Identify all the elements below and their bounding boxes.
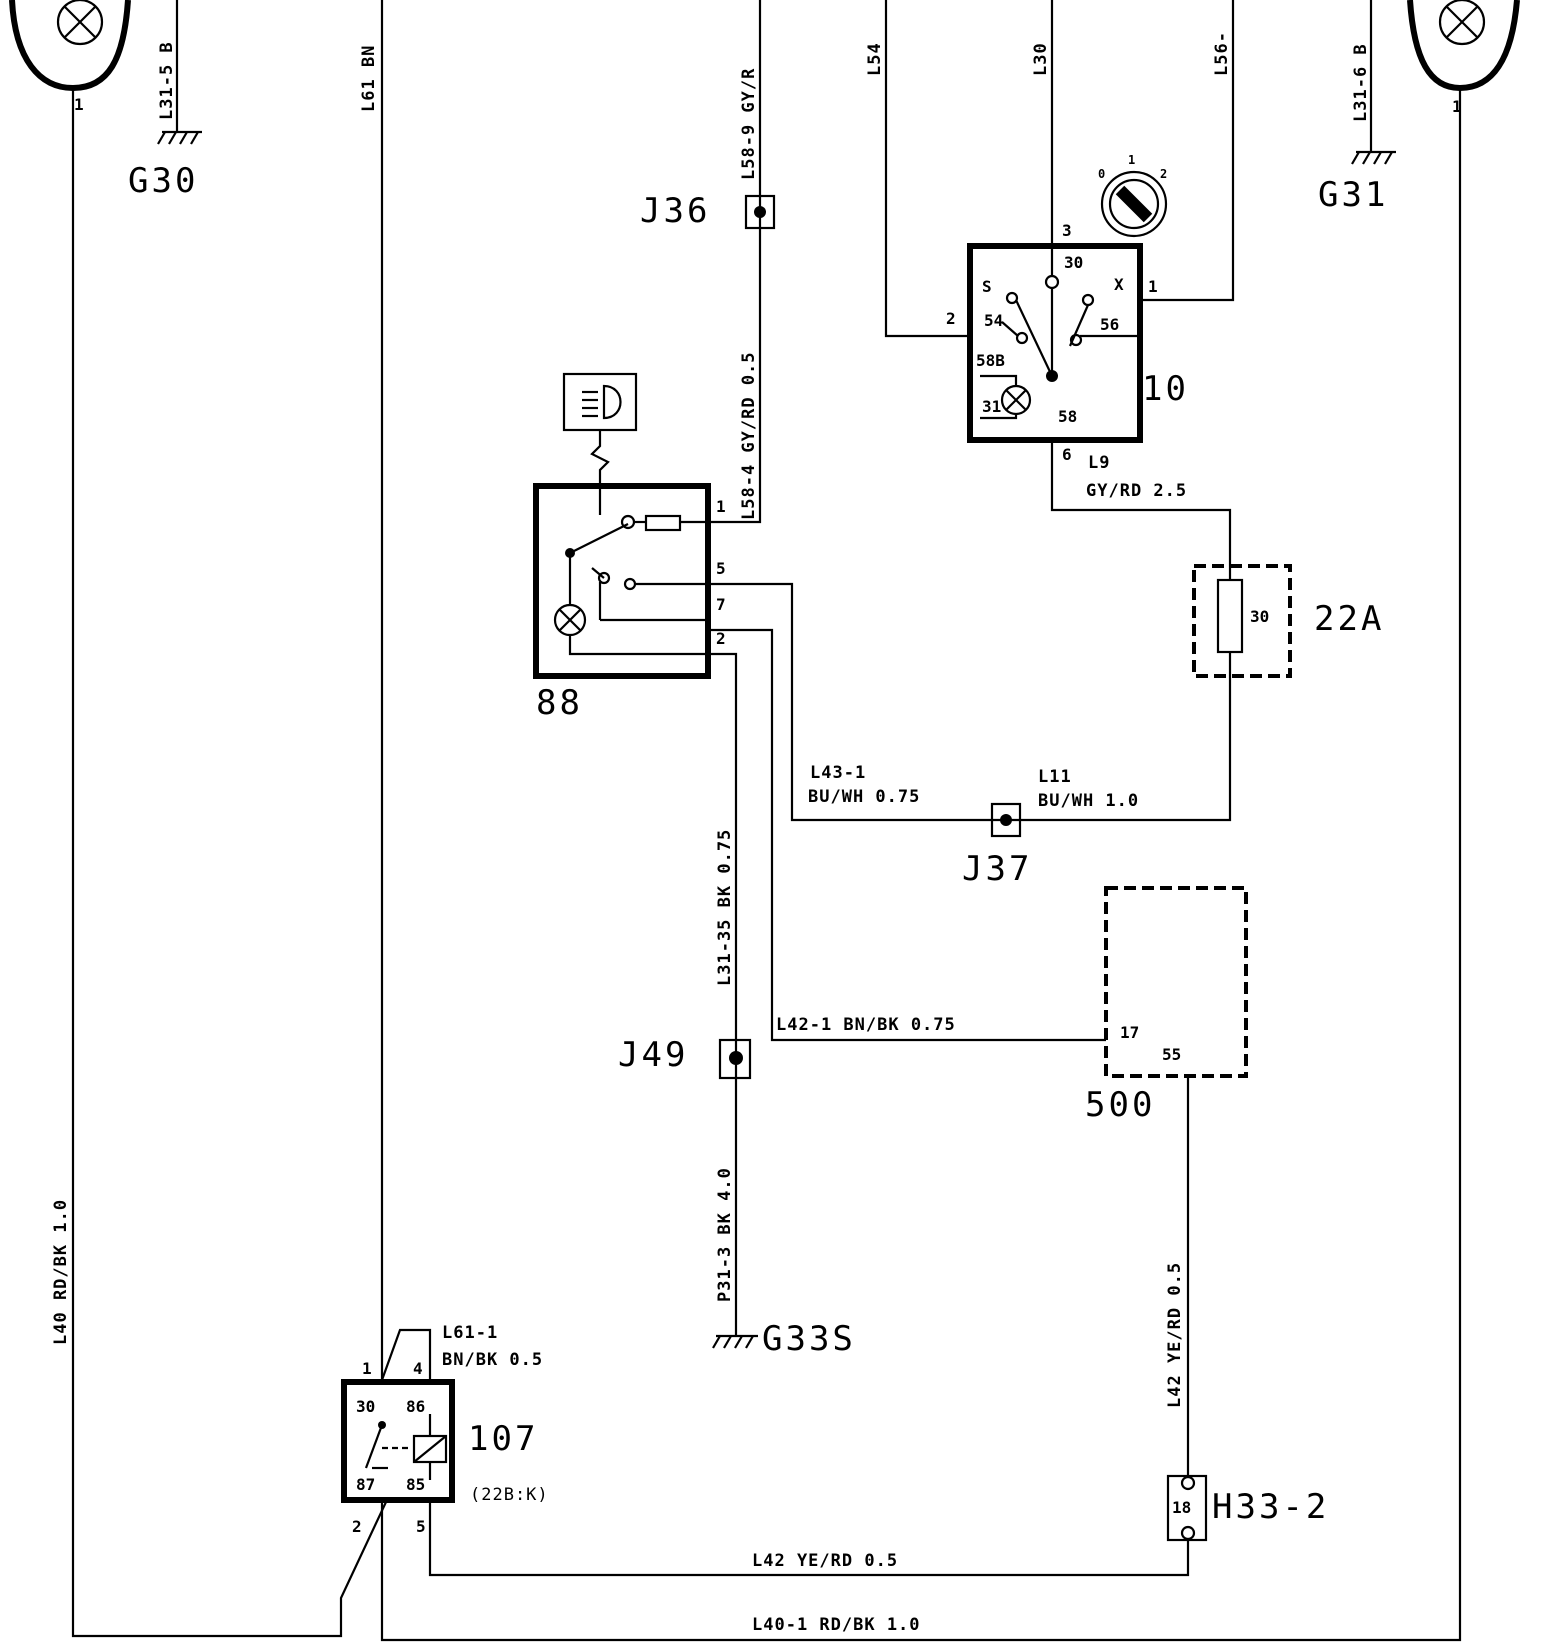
wire-label-l40: L40 RD/BK 1.0	[51, 1199, 71, 1345]
r107-pin-85: 85	[406, 1475, 425, 1494]
sw-pin-3: 3	[1062, 221, 1072, 240]
wire-l58	[708, 0, 762, 524]
wire-l31-35	[708, 652, 738, 1336]
wire-label-l61-1-spec: BN/BK 0.5	[442, 1350, 543, 1370]
wire-label-l31-35: L31-35 BK 0.75	[715, 829, 735, 986]
wire-label-l42-h: L42 YE/RD 0.5	[752, 1551, 898, 1571]
wire-label-l42-v: L42 YE/RD 0.5	[1165, 1262, 1185, 1408]
fuse-22a: 30 22A	[1192, 564, 1384, 680]
r107-pin-1: 1	[362, 1359, 372, 1378]
junction-j36: J36	[640, 191, 776, 231]
fuse-label: 22A	[1314, 599, 1384, 639]
lamp-left-pin-1: 1	[74, 95, 84, 114]
wire-label-l61-1: L61-1	[442, 1323, 498, 1343]
fuse-pin-30: 30	[1250, 607, 1269, 626]
r107-sub-label: (22B:K)	[470, 1485, 549, 1505]
junction-j37: J37	[962, 802, 1032, 889]
sw-pin-1: 1	[1148, 277, 1158, 296]
g31-label: G31	[1318, 175, 1388, 215]
r88-label: 88	[536, 683, 583, 723]
wire-l56	[1140, 0, 1235, 302]
wire-l9	[1050, 440, 1232, 566]
junction-j49: J49	[618, 1035, 752, 1080]
headlight-symbol-icon	[582, 384, 622, 420]
sw-pin-56: 56	[1100, 315, 1119, 334]
ignition-key-icon: 0 1 2	[1098, 153, 1167, 238]
wire-label-l11: L11	[1038, 767, 1072, 787]
sw-pin-6: 6	[1062, 445, 1072, 464]
key-pos-1: 1	[1128, 153, 1135, 167]
connector-h33-2: 18 H33-2	[1166, 1474, 1329, 1542]
m500-pin-17: 17	[1120, 1023, 1139, 1042]
j37-label: J37	[962, 849, 1032, 889]
r88-pin-5: 5	[716, 559, 726, 578]
wire-label-l43-1: L43-1	[810, 763, 866, 783]
wire-l40-1	[380, 88, 1462, 1642]
sw-pin-58: 58	[1058, 407, 1077, 426]
m500-label: 500	[1085, 1085, 1155, 1125]
h33-pin-18: 18	[1172, 1498, 1191, 1517]
wire-label-l42-1: L42-1 BN/BK 0.75	[776, 1015, 956, 1035]
headlamp-left: 1	[9, 0, 131, 114]
r107-pin-4: 4	[413, 1359, 423, 1378]
lamp-right-pin-1: 1	[1452, 97, 1462, 116]
sw-pin-2: 2	[946, 309, 956, 328]
j49-label: J49	[618, 1035, 688, 1075]
sw-pin-s: S	[982, 277, 992, 296]
r88-pin-7: 7	[716, 595, 726, 614]
wire-label-l31-6: L31-6 B	[1351, 43, 1371, 122]
headlamp-right: 1	[1407, 0, 1520, 116]
wire-label-p31-3: P31-3 BK 4.0	[715, 1167, 735, 1302]
sw-pin-58b: 58B	[976, 351, 1005, 370]
relay-107: 30 86 87 85 1 4 2 5 107 (22B:K)	[341, 1359, 549, 1536]
ground-g31: G31	[1318, 0, 1396, 215]
light-switch-10: 3 30 S X 1 2 54 56 58B 31 58 6 10	[946, 221, 1189, 464]
relay-88: 1 5 7 2 88	[533, 372, 726, 723]
r107-pin-87: 87	[356, 1475, 375, 1494]
r107-label: 107	[468, 1419, 538, 1459]
wire-l42-bottom	[428, 1502, 1190, 1577]
r88-pin-1: 1	[716, 497, 726, 516]
wire-l43-1	[708, 582, 1010, 822]
j36-label: J36	[640, 191, 710, 231]
r88-pin-2: 2	[716, 629, 726, 648]
wire-l54	[884, 0, 970, 338]
wire-label-l56: L56-	[1212, 31, 1232, 76]
sw-label: 10	[1142, 369, 1189, 409]
h33-2-label: H33-2	[1212, 1487, 1329, 1527]
module-500: 17 55 500	[1085, 886, 1248, 1125]
key-pos-2: 2	[1160, 167, 1167, 181]
sw-pin-31: 31	[982, 397, 1001, 416]
wire-label-l31-5: L31-5 B	[157, 41, 177, 120]
ground-g30: G30	[128, 0, 202, 201]
wire-label-l11-spec: BU/WH 1.0	[1038, 791, 1139, 811]
sw-pin-x: X	[1114, 275, 1124, 294]
wire-label-l58-9: L58-9 GY/R	[739, 68, 759, 180]
key-pos-0: 0	[1098, 167, 1105, 181]
wire-l61-1	[380, 1328, 432, 1381]
r107-pin-86: 86	[406, 1397, 425, 1416]
wire-label-l54: L54	[865, 42, 885, 76]
wire-label-l43-1-spec: BU/WH 0.75	[808, 787, 920, 807]
wire-label-l9: L9	[1088, 453, 1110, 473]
sw-pin-54: 54	[984, 311, 1003, 330]
g33s-label: G33S	[762, 1319, 856, 1359]
r107-pin-2: 2	[352, 1517, 362, 1536]
ground-g33s: G33S	[712, 1319, 856, 1359]
sw-pin-30: 30	[1064, 253, 1083, 272]
g30-label: G30	[128, 161, 198, 201]
m500-pin-55: 55	[1162, 1045, 1181, 1064]
wire-label-l61: L61 BN	[359, 45, 379, 112]
wire-label-l40-1: L40-1 RD/BK 1.0	[752, 1615, 921, 1635]
wire-l42-1	[710, 628, 1106, 1042]
r107-pin-30: 30	[356, 1397, 375, 1416]
wire-l40	[71, 88, 387, 1638]
wire-l11	[1010, 680, 1232, 822]
wire-label-l30: L30	[1031, 42, 1051, 76]
wire-label-l58-4: L58-4 GY/RD 0.5	[739, 351, 759, 520]
r107-pin-5: 5	[416, 1517, 426, 1536]
wire-label-l9-spec: GY/RD 2.5	[1086, 481, 1187, 501]
